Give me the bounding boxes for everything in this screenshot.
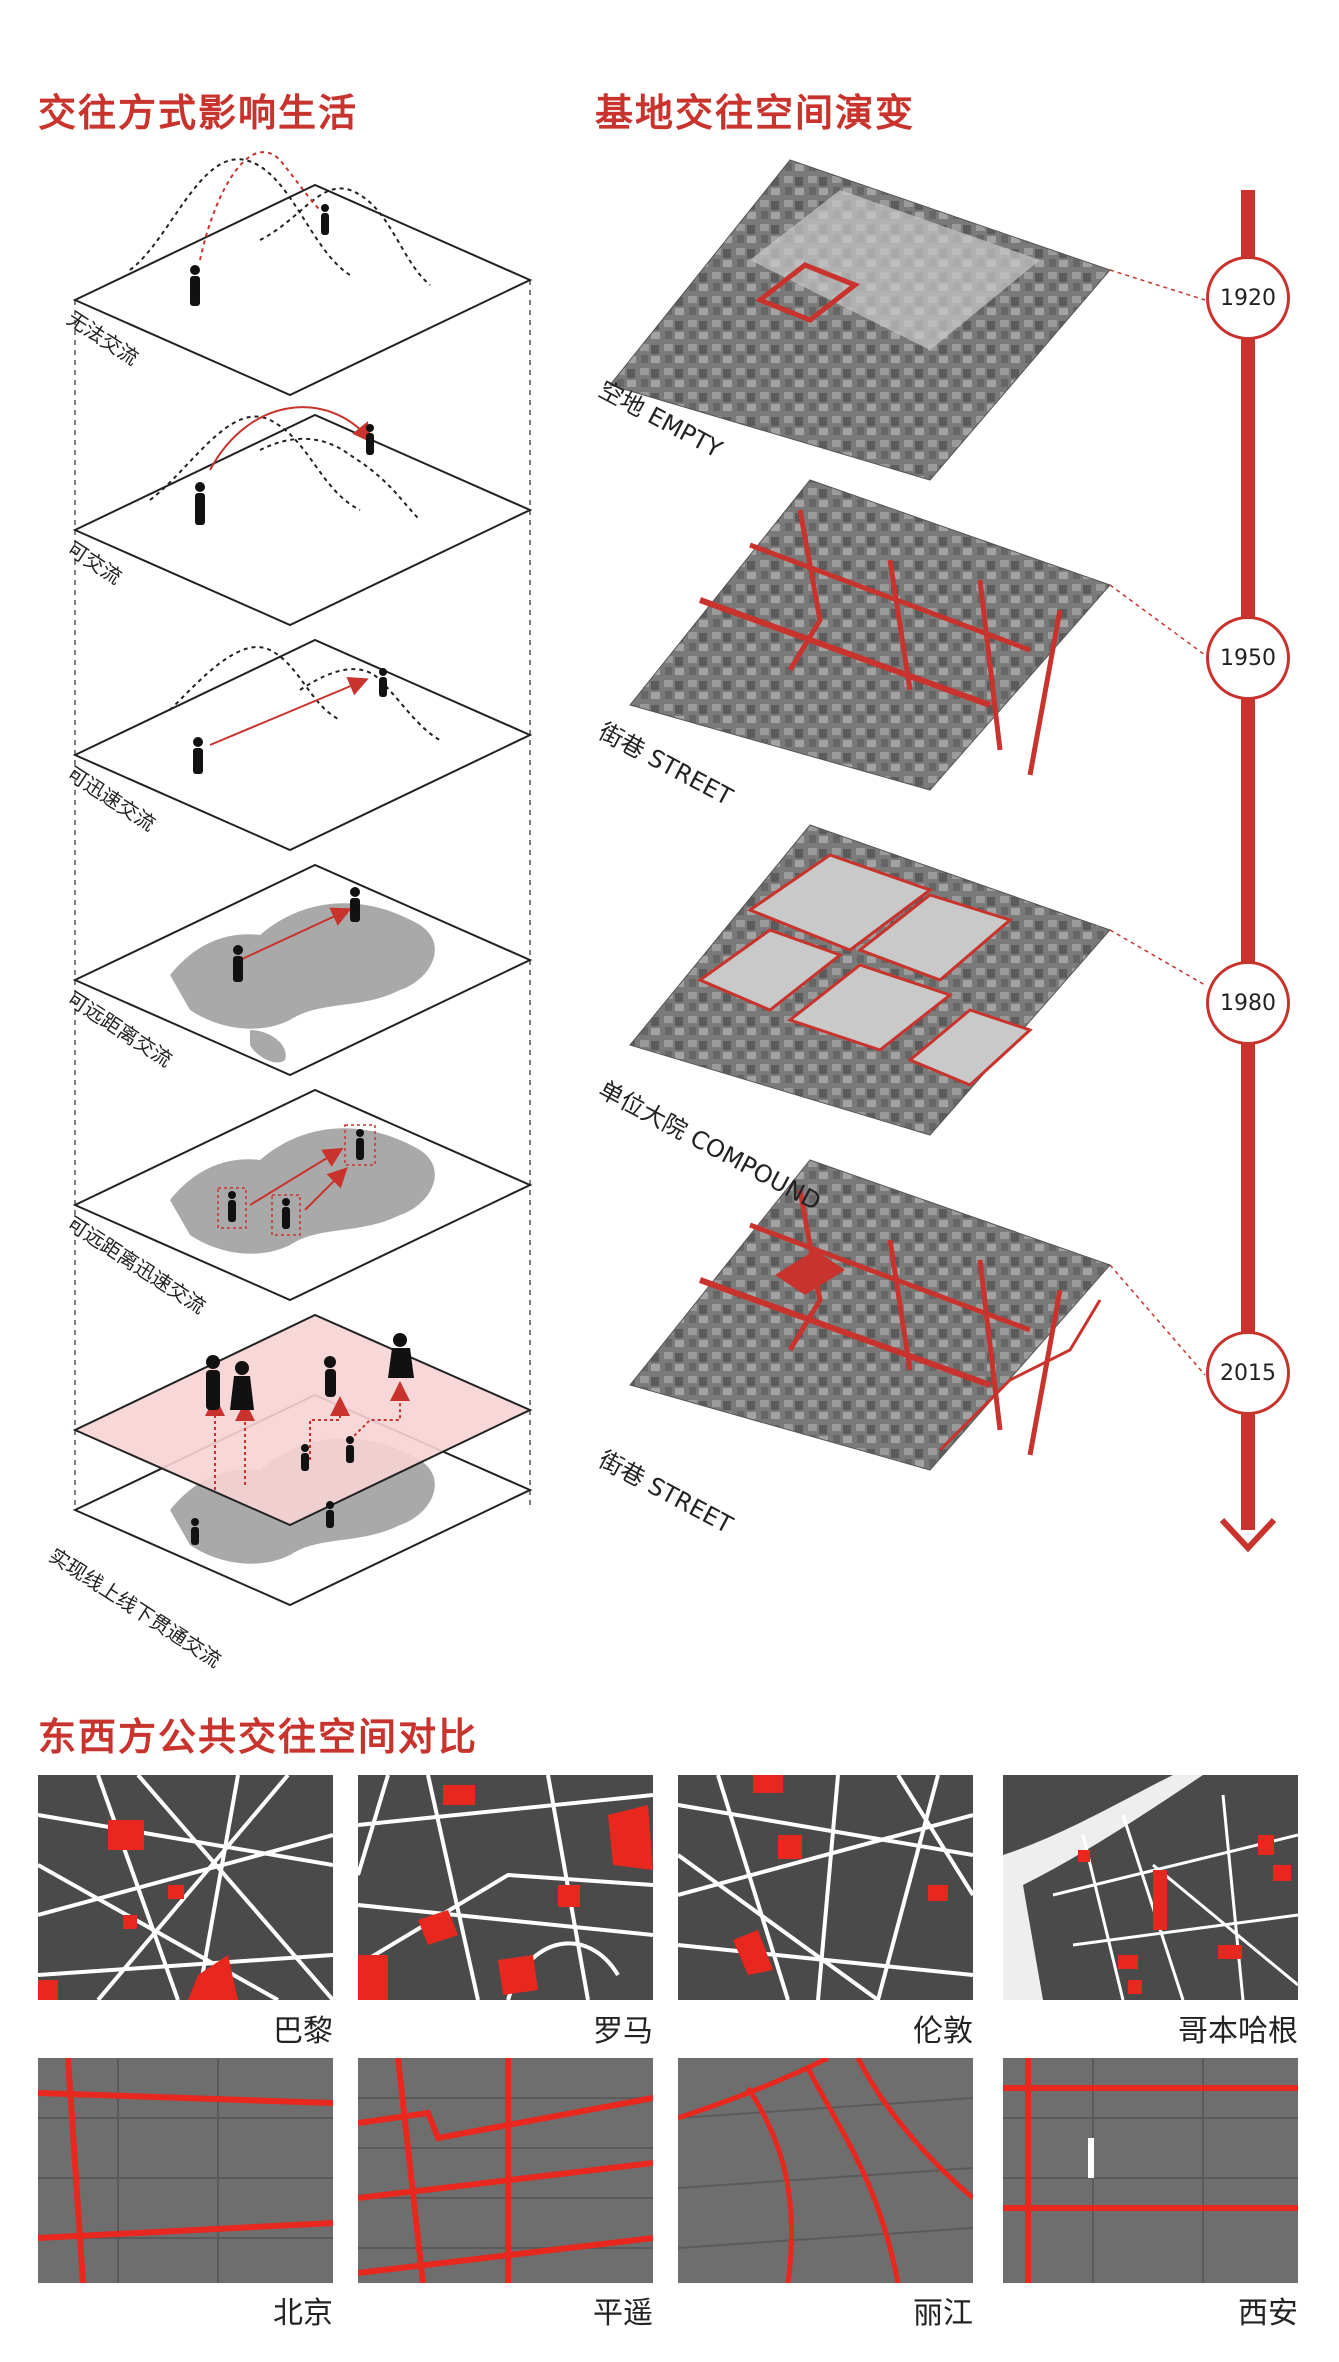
communication-layers-diagram	[72, 151, 533, 1607]
person-icon	[230, 1361, 254, 1410]
city-map-pingyao	[358, 2058, 653, 2283]
person-icon	[379, 668, 387, 697]
year-marker: 1920	[1206, 256, 1290, 340]
person-icon	[388, 1333, 414, 1378]
communication-heading: 交往方式影响生活	[38, 90, 359, 135]
city-label: 丽江	[913, 2296, 973, 2331]
person-icon	[366, 424, 374, 455]
city-map-rome	[358, 1775, 653, 2000]
person-icon	[301, 1444, 309, 1471]
person-icon	[191, 1518, 199, 1545]
city-map-lijiang	[678, 2058, 973, 2283]
city-label: 西安	[1238, 2296, 1298, 2331]
city-label: 伦敦	[913, 2014, 973, 2049]
person-icon	[195, 482, 205, 525]
city-label: 北京	[273, 2296, 333, 2331]
layer-plane-3	[72, 638, 533, 852]
person-icon	[190, 265, 200, 306]
city-map-copenhagen	[1003, 1775, 1298, 2000]
site-map-1920	[609, 159, 1206, 481]
city-map-xian	[1003, 2058, 1298, 2283]
person-icon	[228, 1191, 236, 1222]
site-evolution-diagram	[609, 159, 1277, 1553]
city-label: 哥本哈根	[1178, 2014, 1298, 2049]
city-label: 巴黎	[273, 2014, 333, 2049]
city-map-london	[678, 1775, 973, 2000]
person-icon	[321, 204, 329, 235]
site-map-1950	[629, 479, 1206, 791]
layer-plane-6	[72, 1313, 533, 1607]
person-icon	[193, 737, 203, 774]
site-map-2015	[629, 1159, 1206, 1471]
person-icon	[324, 1356, 336, 1397]
layer-plane-4	[72, 863, 533, 1077]
city-map-beijing	[38, 2058, 333, 2283]
person-icon	[356, 1129, 364, 1160]
site-map-1980	[629, 824, 1206, 1136]
person-icon	[326, 1501, 334, 1528]
person-icon	[233, 945, 243, 982]
comparison-heading: 东西方公共交往空间对比	[38, 1714, 479, 1759]
layer-plane-1	[72, 151, 533, 397]
layer-plane-2	[72, 406, 533, 627]
person-icon	[206, 1355, 220, 1410]
person-icon	[346, 1436, 354, 1463]
year-marker: 1950	[1206, 616, 1290, 700]
person-icon	[282, 1198, 290, 1229]
city-label: 平遥	[593, 2296, 653, 2331]
year-marker: 2015	[1206, 1331, 1290, 1415]
layer-plane-5	[72, 1088, 533, 1302]
city-map-paris	[38, 1775, 333, 2000]
year-marker: 1980	[1206, 961, 1290, 1045]
person-icon	[350, 887, 360, 922]
evolution-heading: 基地交往空间演变	[595, 90, 916, 135]
city-label: 罗马	[593, 2014, 653, 2049]
